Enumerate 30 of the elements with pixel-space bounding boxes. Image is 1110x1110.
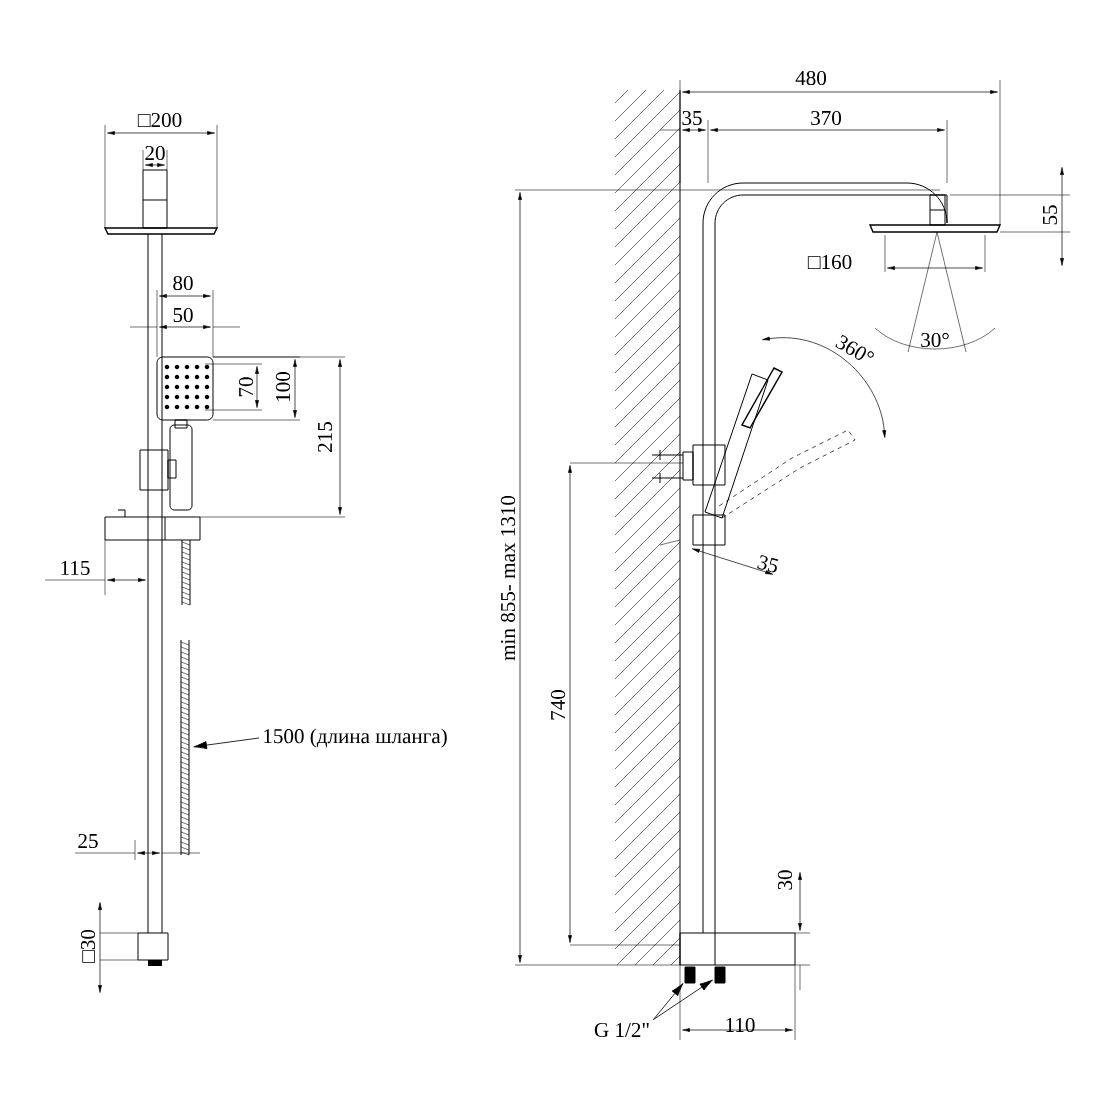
dimension-label: 30 xyxy=(777,870,793,890)
leader-line xyxy=(193,737,260,750)
leader-line xyxy=(652,979,713,1021)
dimension-label: min 855- max 1310 xyxy=(500,495,516,661)
dimension-label: □200 xyxy=(137,112,182,128)
callout-label: 1500 (длина шланга) xyxy=(264,728,447,748)
dimension-label: 215 xyxy=(317,422,333,452)
dimension-label: 370 xyxy=(811,110,842,126)
dimension-label: 25 xyxy=(78,833,98,849)
inlet-pipe xyxy=(714,966,726,984)
dimension-label: 20 xyxy=(145,145,165,161)
dimension-label: 480 xyxy=(795,70,827,86)
dimension-label: 360° xyxy=(835,334,874,360)
dimension-label: 30° xyxy=(921,332,949,348)
dimension-label: 740 xyxy=(550,690,566,720)
dimension-label: □30 xyxy=(80,929,96,963)
dimension-label: 100 xyxy=(275,372,291,401)
inlet-pipe xyxy=(684,966,696,984)
dimension-label: 115 xyxy=(61,560,90,576)
dimension-label: 80 xyxy=(173,275,193,291)
leader-line xyxy=(652,983,684,1021)
dimension-label: 35 xyxy=(682,110,702,126)
callout-label: G 1/2" xyxy=(594,1022,649,1038)
dimension-label: 110 xyxy=(726,1017,755,1033)
hose-drawing xyxy=(180,639,190,856)
dimension-label: 50 xyxy=(173,307,193,323)
dimension-label: 35 xyxy=(757,555,779,573)
dimension-label: □160 xyxy=(807,254,852,270)
dimension-label: 70 xyxy=(238,377,254,397)
dimension-label: 55 xyxy=(1043,205,1057,225)
